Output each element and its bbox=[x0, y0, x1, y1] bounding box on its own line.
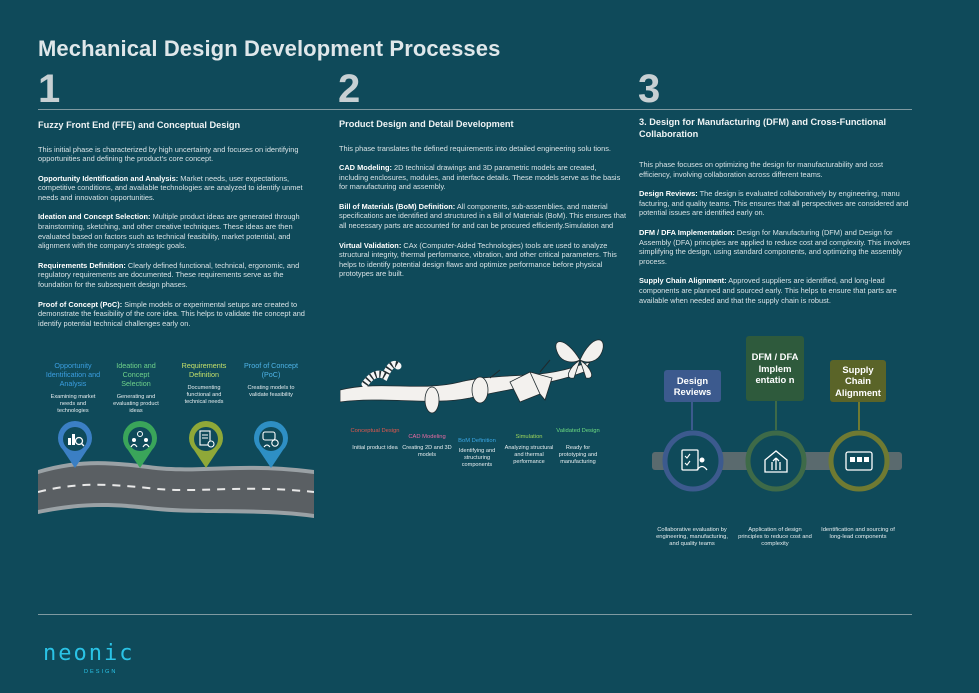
neonic-logo: neonic bbox=[43, 641, 135, 666]
design-reviews-box: Design Reviews bbox=[664, 370, 721, 402]
butterfly-step-2-desc: Creating 2D and 3D models bbox=[402, 445, 452, 458]
column-1-item: Requirements Definition: Clearly defined… bbox=[38, 260, 300, 290]
supply-chain-box: Supply Chain Alignment bbox=[830, 360, 886, 402]
column-2: Product Design and Detail Development Th… bbox=[339, 119, 627, 289]
document-gear-icon bbox=[189, 420, 223, 468]
dfm-dfa-box: DFM / DFA Implem entatio n bbox=[746, 336, 804, 401]
column-3-number: 3 bbox=[638, 67, 661, 111]
connector-line bbox=[691, 400, 693, 430]
road-step-3-desc: Documenting functional and technical nee… bbox=[184, 385, 224, 405]
caterpillar-icon bbox=[361, 360, 402, 388]
column-3: 3. Design for Manufacturing (DFM) and Cr… bbox=[639, 117, 914, 315]
road-illustration bbox=[38, 461, 314, 518]
road-step-4-title: Proof of Concept (PoC) bbox=[244, 361, 298, 379]
chrysalis-icon bbox=[471, 376, 489, 404]
column-2-item: CAD Modeling: 2D technical drawings and … bbox=[339, 163, 621, 192]
column-1-intro: This initial phase is characterized by h… bbox=[38, 144, 299, 164]
butterfly-icon bbox=[555, 339, 604, 379]
road-step-2-title: Ideation and Concept Selection bbox=[116, 361, 156, 388]
column-3-heading: 3. Design for Manufacturing (DFM) and Cr… bbox=[639, 117, 887, 139]
column-1: Fuzzy Front End (FFE) and Conceptual Des… bbox=[38, 120, 316, 338]
connector-line bbox=[858, 400, 860, 430]
connector-line bbox=[775, 400, 777, 430]
checklist-people-icon bbox=[662, 430, 724, 492]
branch-metamorphosis-illustration bbox=[340, 339, 604, 414]
house-arrow-icon bbox=[745, 430, 807, 492]
butterfly-step-1-title: Conceptual Design bbox=[350, 428, 400, 434]
column-2-item: Bill of Materials (BoM) Definition: All … bbox=[339, 201, 627, 231]
truck-box-icon bbox=[828, 430, 890, 492]
butterfly-step-5-title: Validated Design bbox=[556, 428, 600, 434]
design-reviews-desc: Collaborative evaluation by engineering,… bbox=[656, 527, 728, 548]
footer-divider bbox=[38, 614, 912, 615]
road-step-2-desc: Generating and evaluating product ideas bbox=[113, 394, 159, 414]
dfm-dfa-desc: Application of design principles to redu… bbox=[738, 527, 812, 548]
chat-gear-icon bbox=[254, 420, 288, 468]
column-1-heading: Fuzzy Front End (FFE) and Conceptual Des… bbox=[38, 120, 241, 130]
column-3-item: Supply Chain Alignment: Approved supplie… bbox=[639, 276, 897, 305]
people-idea-icon bbox=[123, 420, 157, 468]
butterfly-step-2-title: CAD Modeling bbox=[408, 434, 446, 440]
page-title: Mechanical Design Development Processes bbox=[38, 36, 501, 61]
supply-chain-desc: Identification and sourcing of long-lead… bbox=[821, 527, 895, 541]
column-3-item: Design Reviews: The design is evaluated … bbox=[639, 189, 909, 218]
cocoon-icon bbox=[424, 386, 440, 414]
column-2-intro: This phase translates the defined requir… bbox=[339, 143, 611, 153]
road-step-1-title: Opportunity Identification and Analysis bbox=[45, 361, 101, 388]
column-2-heading: Product Design and Detail Development bbox=[339, 119, 514, 129]
column-1-item: Proof of Concept (PoC): Simple models or… bbox=[38, 299, 305, 328]
road-step-1-desc: Examining market needs and technologies bbox=[50, 394, 96, 414]
butterfly-step-1-desc: Initial product idea bbox=[352, 445, 398, 451]
column-3-item: DFM / DFA Implementation: Design for Man… bbox=[639, 227, 911, 266]
chart-magnifier-icon bbox=[58, 420, 92, 468]
column-2-number: 2 bbox=[338, 67, 361, 111]
butterfly-step-4-title: Simulation bbox=[515, 434, 543, 440]
road-step-4-desc: Creating models to validate feasibility bbox=[247, 385, 295, 398]
road-step-3-title: Requirements Definition bbox=[181, 361, 227, 379]
butterfly-step-3-title: BoM Definition bbox=[458, 438, 496, 444]
emerging-butterfly-icon bbox=[509, 371, 553, 403]
butterfly-step-5-desc: Ready for prototyping and manufacturing bbox=[558, 445, 598, 465]
column-3-intro: This phase focuses on optimizing the des… bbox=[639, 160, 884, 179]
header-divider bbox=[38, 109, 912, 110]
butterfly-step-4-desc: Analyzing structural and thermal perform… bbox=[504, 445, 554, 465]
column-1-item: Opportunity Identification and Analysis:… bbox=[38, 173, 303, 202]
column-2-item: Virtual Validation: CAx (Computer-Aided … bbox=[339, 240, 617, 279]
column-1-number: 1 bbox=[38, 67, 61, 111]
butterfly-step-3-desc: Identifying and structuring components bbox=[458, 448, 496, 468]
logo-tagline: DESIGN bbox=[84, 669, 118, 675]
column-1-item: Ideation and Concept Selection: Multiple… bbox=[38, 212, 300, 251]
